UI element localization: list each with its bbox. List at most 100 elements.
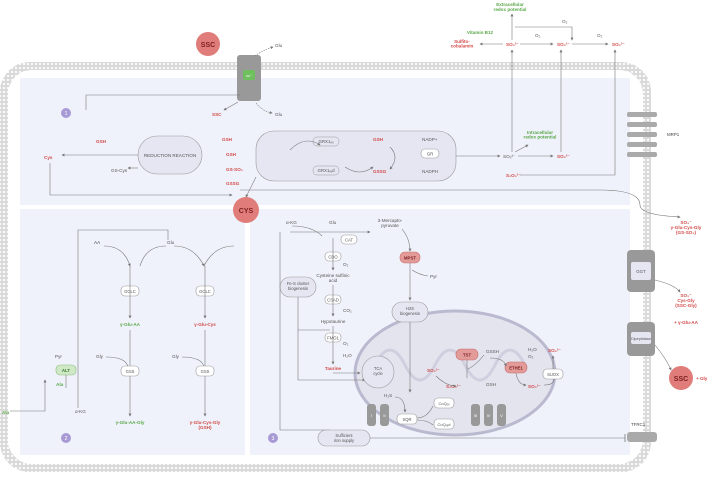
h2s-label: H₂S — [384, 393, 392, 398]
tca-cycle — [361, 355, 395, 389]
cdo-label: CDO — [328, 255, 338, 260]
o2-label-p3b: O₂ — [343, 341, 349, 346]
complex-iv — [484, 404, 493, 426]
ggt-label: GGT — [636, 269, 646, 274]
so3-mito-b: SO₃²⁻ — [528, 384, 541, 389]
nadph-label: NADPH — [422, 169, 438, 174]
complex-v — [497, 404, 506, 426]
nadp-label: NADP+ — [422, 137, 438, 142]
gss-label-a: GSS — [126, 369, 135, 374]
ssc-intracellular: SSC — [212, 112, 222, 117]
glu-extracellular: Glu — [275, 43, 283, 48]
so3-cys-gly: SO₃⁻Cys-Gly(SSC-Gly) — [675, 293, 697, 308]
so4-label: SO₄²⁻ — [548, 348, 561, 353]
ssc-right-label: SSC — [674, 376, 688, 383]
gr-node — [420, 148, 440, 159]
ssc-extracellular-right — [669, 366, 693, 390]
ethe1-label: ETHE1 — [509, 366, 523, 371]
so3-int-a: SO₃²⁻ — [503, 154, 516, 159]
glu-cys-label: γ-Glu-Cys — [194, 322, 216, 327]
glu-label-p3: Glu — [329, 220, 337, 225]
mpst-label: MPST — [404, 256, 417, 261]
complex-i-label: I — [371, 413, 372, 418]
vitamin-b12-label: Vitamin B12 — [467, 30, 494, 35]
panel-1-badge — [61, 108, 71, 118]
plus-gly: + Gly — [696, 376, 708, 381]
gr-label: GR — [427, 152, 434, 157]
gsh-label-a: GSH — [96, 139, 107, 144]
gss-node-a — [120, 365, 140, 377]
suox-label: SUOX — [547, 372, 559, 377]
h2o-label-p3b: H₂O — [528, 347, 537, 352]
gsh-label-b: GSH — [222, 137, 233, 142]
gss-node-b — [195, 365, 215, 377]
so3-glu-cys-gly: SO₃⁻γ-Glu-Cys-Gly(GS-SO₃) — [671, 220, 702, 235]
glu-aa-label: γ-Glu-AA — [120, 322, 141, 327]
hypotaurine-label: Hypotaurine — [321, 319, 346, 324]
gsh-product-label: γ-Glu-Cys-Gly(GSH) — [190, 420, 221, 430]
mrp1-transporter — [627, 112, 657, 157]
panel-1-badge-label: 1 — [65, 111, 68, 117]
complex-ii — [380, 404, 389, 426]
gssg-label-b: GSSG — [373, 169, 387, 174]
gsh-label-d: GSH — [373, 137, 384, 142]
complex-v-label: V — [500, 413, 503, 418]
o2-ext-c: O₂ — [597, 33, 603, 38]
sulfito-cobalamin-label: Sulfito-cobalamin — [451, 39, 474, 49]
sqr-label: SQR — [402, 417, 411, 422]
gs-cys-label: GS-Cys — [111, 168, 128, 173]
glu-label-p2: Glu — [167, 240, 175, 245]
dipeptidase-label: Dipeptidase — [631, 337, 651, 341]
ala-label-p2: Ala — [56, 382, 64, 387]
cys-big-circle — [233, 197, 259, 223]
o2-label-p3a: O₂ — [343, 262, 349, 267]
so3-ext-b: SO₃²⁻ — [557, 42, 570, 47]
alt-label: ALT — [62, 368, 71, 373]
ssc-extracellular-circle — [196, 32, 220, 56]
complex-i — [367, 404, 376, 426]
cys-big-label: CYS — [239, 208, 254, 215]
grx-ox: GRX1ₒₓ — [318, 139, 334, 144]
taurine-label: Taurine — [325, 366, 342, 371]
mrp1-label: MRP1 — [667, 132, 680, 137]
so3-int-b: SO₃²⁻ — [557, 154, 570, 159]
co2-label: CO₂ — [343, 308, 352, 313]
xc-transporter-label: xc⁻ — [246, 73, 252, 78]
ssc-circle-label: SSC — [201, 42, 215, 49]
xc-transporter-core — [243, 70, 255, 80]
coq-red-label: CoQᵣₑd — [438, 422, 451, 427]
so3-ext-c: SO₃²⁻ — [612, 42, 625, 47]
coq-ox-label: CoQₒₓ — [438, 401, 450, 406]
so3-mito-a: SO₃²⁻ — [427, 368, 440, 373]
plus-glu-aa: + γ-Glu-AA — [674, 320, 699, 325]
o2-ext-a: O₂ — [562, 19, 568, 24]
so3-ext-a: SO₃²⁻ — [506, 42, 519, 47]
akg-label-p3: α-KG — [286, 220, 297, 225]
pyr-label-p3: Pyr — [430, 274, 437, 279]
gssg-label-a: GSSG — [226, 181, 240, 186]
grx-red: GRX1ᵣₑd — [317, 168, 335, 173]
panel-2-background — [20, 209, 245, 455]
coq-red-node — [433, 418, 455, 430]
panel-3-badge-label: 3 — [272, 436, 275, 442]
gs-so3-label: GS-SO₃ — [226, 167, 243, 172]
complex-iii — [471, 404, 480, 426]
fmo1-label: FMO1 — [327, 336, 339, 341]
h2o-label-p3a: H₂O — [343, 353, 352, 358]
complex-ii-label: II — [383, 413, 385, 418]
sqr-node — [396, 413, 418, 425]
panel-3-badge — [268, 433, 278, 443]
complex-iii-label: III — [474, 413, 477, 418]
gsh-label-c: GSH — [226, 152, 237, 157]
cat-node — [340, 234, 358, 245]
s2o3-int: S₂O₃²⁻ — [506, 173, 521, 178]
cys-label: Cys — [44, 155, 53, 160]
gssh-label: GSSH — [486, 349, 499, 354]
